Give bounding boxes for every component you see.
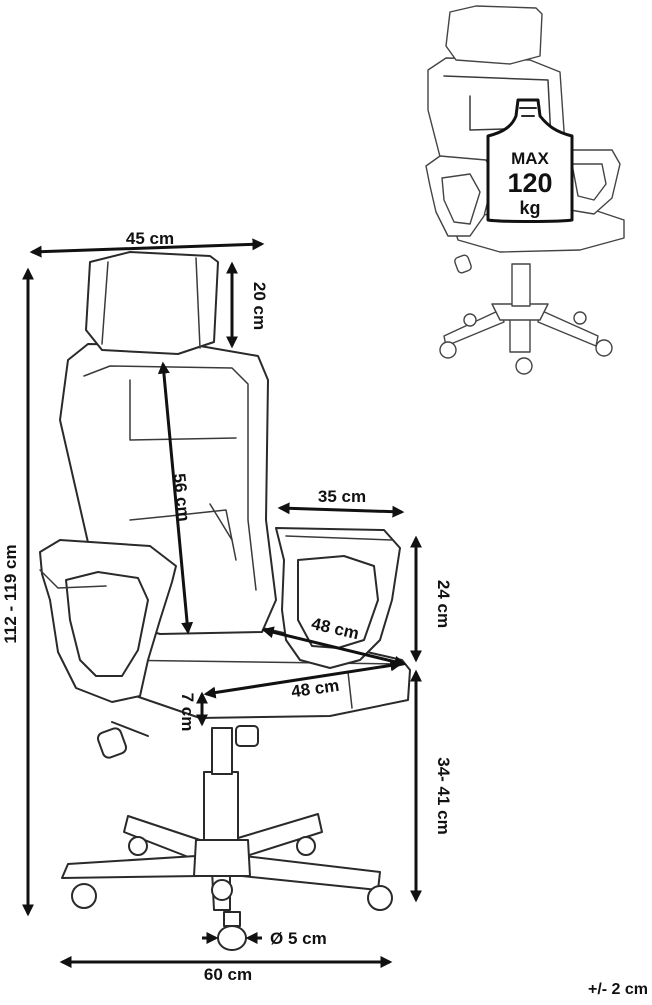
label-total-height: 112 - 119 cm [1, 544, 20, 643]
seat-width-dim-line [203, 659, 403, 699]
weight-bottle-icon [486, 98, 574, 223]
badge-value: 120 [507, 168, 552, 198]
badge-unit: kg [519, 198, 540, 218]
label-wheel-diameter: Ø 5 cm [270, 929, 327, 948]
label-width: 45 cm [126, 229, 174, 248]
main-chair-drawing [39, 251, 411, 951]
armrest-length-dim-line [277, 502, 405, 518]
gas-cylinder [203, 727, 239, 841]
dimension-labels: 45 cm 20 cm 112 - 119 cm 56 cm 35 cm 24 … [1, 229, 648, 998]
badge-max: MAX [511, 149, 549, 168]
label-seat-height: 34- 41 cm [434, 757, 453, 835]
label-headrest-height: 20 cm [250, 282, 269, 330]
chair-base [61, 813, 393, 911]
label-armrest-height: 24 cm [434, 580, 453, 628]
caster-wheel [217, 911, 247, 951]
backrest-dim-line [157, 361, 194, 635]
dimension-lines [22, 238, 422, 968]
headrest [85, 251, 219, 355]
label-armrest-length: 35 cm [318, 487, 366, 506]
label-backrest-height: 56 cm [170, 472, 194, 522]
height-lever [96, 721, 259, 759]
max-load-badge: MAX 120 kg [486, 98, 574, 223]
seat-depth-dim-line [261, 626, 407, 668]
label-seat-thickness: 7 cm [178, 693, 197, 732]
width-dim-line [29, 238, 265, 258]
label-tolerance: +/- 2 cm [588, 981, 648, 998]
left-armrest [39, 539, 177, 703]
label-base-diameter: 60 cm [204, 965, 252, 984]
